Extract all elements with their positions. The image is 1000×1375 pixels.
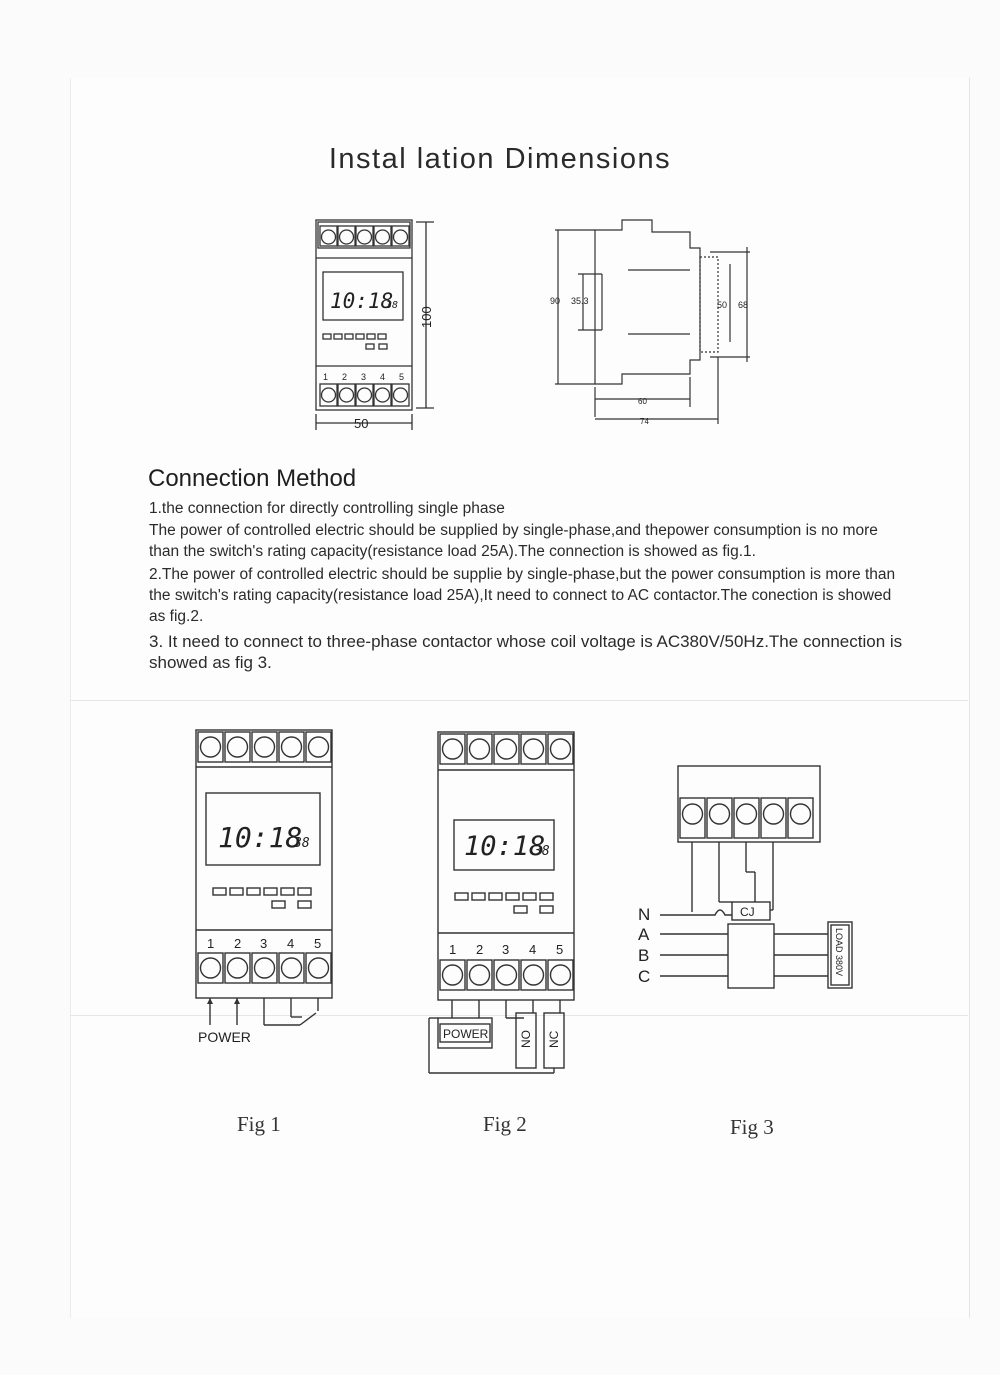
phase-label: C [638, 967, 650, 986]
phase-label: A [638, 925, 650, 944]
dim-74: 74 [640, 417, 649, 426]
dim-90: 90 [550, 296, 560, 306]
fig1-terminal: 4 [287, 936, 294, 951]
fig3-label: Fig 3 [730, 1115, 774, 1139]
fig1-power-label: POWER [198, 1029, 251, 1045]
fig1-lcd-seconds: 38 [293, 836, 310, 851]
fig2-diagram: 10:18 38 1 2 3 4 5 POWER NO NC [428, 731, 575, 1074]
fig2-power-label: POWER [443, 1027, 489, 1041]
fig1-terminal: 1 [207, 936, 214, 951]
paper-sheet [70, 78, 970, 1318]
fig1-terminal: 3 [260, 936, 267, 951]
fig2-no-label: NO [519, 1030, 533, 1048]
fold-line [70, 700, 968, 701]
fig2-lcd-seconds: 38 [533, 844, 550, 859]
dim-60: 60 [638, 397, 647, 406]
fig2-terminal: 5 [556, 942, 563, 957]
fold-line [70, 1015, 968, 1016]
terminal-label: 4 [380, 372, 385, 382]
lcd-seconds: 38 [385, 300, 398, 311]
paragraph: The power of controlled electric should … [149, 522, 878, 560]
connection-line-4: 3. It need to connect to three-phase con… [149, 631, 909, 673]
page-title: Instal lation Dimensions [328, 143, 672, 175]
height-dimension: 100 [419, 306, 434, 328]
dim-68: 68 [738, 300, 748, 310]
terminal-label: 5 [399, 372, 404, 382]
fig2-label: Fig 2 [483, 1112, 527, 1136]
fig2-lcd-time: 10:18 [464, 831, 545, 862]
lcd-time: 10:18 [330, 289, 393, 313]
fig1-label: Fig 1 [237, 1112, 281, 1136]
load-label: LOAD 380V [834, 928, 844, 976]
side-dimension-drawing: 90 35.3 50 68 60 74 [550, 219, 750, 426]
contactor-label: CJ [740, 905, 755, 919]
terminal-label: 3 [361, 372, 366, 382]
phase-label: B [638, 946, 649, 965]
width-dimension: 50 [354, 416, 368, 431]
fig2-terminal: 3 [502, 942, 509, 957]
connection-line-1: 1.the connection for directly controllin… [149, 498, 909, 519]
connection-line-2: The power of controlled electric should … [149, 520, 909, 562]
fig1-terminal: 2 [234, 936, 241, 951]
fig1-lcd-time: 10:18 [218, 821, 302, 854]
connection-heading: Connection Method [148, 465, 357, 492]
fig3-diagram: N A B C CJ LOAD 380V [638, 765, 853, 989]
fig2-terminal: 1 [449, 942, 456, 957]
fig2-terminal: 4 [529, 942, 536, 957]
connection-line-3: 2.The power of controlled electric shoul… [149, 564, 909, 627]
paragraph: 3. It need to connect to three-phase con… [149, 632, 903, 672]
dim-35-3: 35.3 [571, 296, 589, 306]
phase-label: N [638, 905, 650, 924]
paragraph: 1.the connection for directly controllin… [149, 500, 505, 517]
fig1-diagram: 10:18 38 1 2 3 4 5 POWER [195, 729, 333, 1045]
paragraph: 2.The power of controlled electric shoul… [149, 566, 896, 625]
dim-50: 50 [717, 300, 727, 310]
terminal-label: 2 [342, 372, 347, 382]
fig2-terminal: 2 [476, 942, 483, 957]
fig2-nc-label: NC [547, 1030, 561, 1048]
fig1-terminal: 5 [314, 936, 321, 951]
terminal-label: 1 [323, 372, 328, 382]
front-dimension-drawing: 10:18 38 1 2 3 4 5 50 100 [315, 219, 434, 431]
